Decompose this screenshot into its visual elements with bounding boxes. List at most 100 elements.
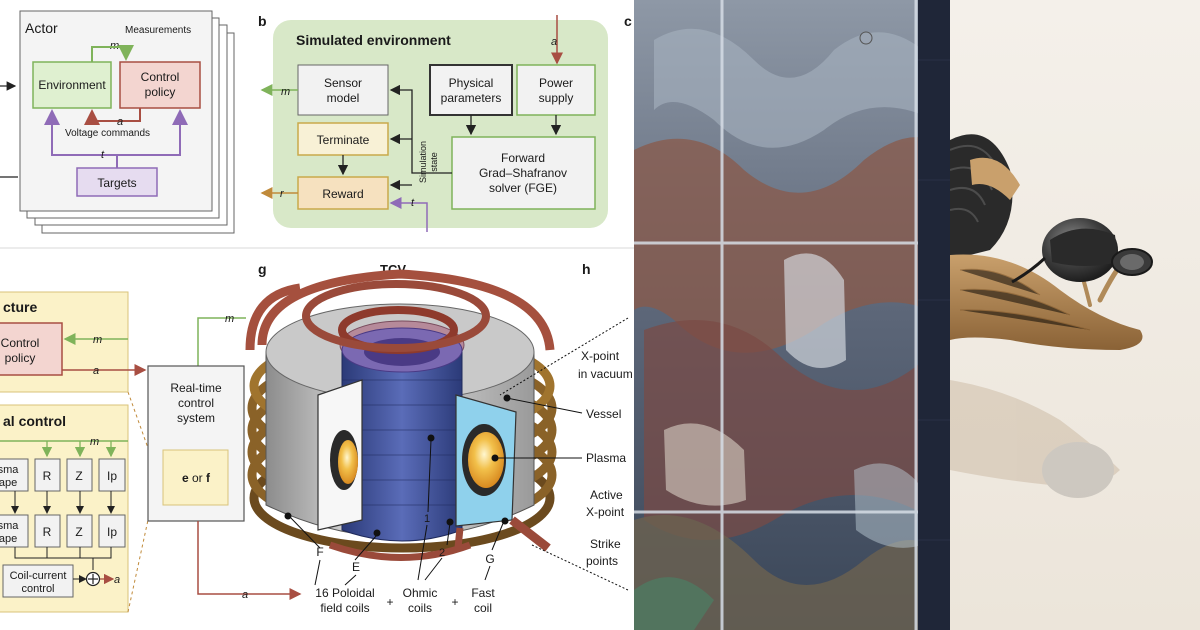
rt-title-2: control	[178, 396, 214, 410]
coil-current-control-2: control	[21, 583, 54, 595]
real-time-control-panel: m Real-time control system e or f a	[128, 313, 302, 601]
panel-b-label: b	[258, 13, 267, 29]
sim-t-label: t	[411, 197, 415, 209]
control-a-label: a	[114, 574, 120, 586]
power-supply-label-1: Power	[539, 76, 573, 90]
fge-label-2: Grad–Shafranov	[479, 166, 567, 180]
terminate-label: Terminate	[317, 133, 370, 147]
sensor-model-label-1: Sensor	[324, 76, 362, 90]
sensor-model-box	[297, 64, 389, 116]
simulated-environment-panel: b Simulated environment a Sensor model P…	[258, 13, 632, 232]
sim-env-title: Simulated environment	[296, 32, 451, 48]
xpoint-vacuum-1: X-point	[581, 349, 620, 363]
z-label-1: Z	[75, 469, 82, 483]
reward-label: Reward	[322, 187, 363, 201]
sensor-model-label-2: model	[327, 91, 360, 105]
fast-coil-1: Fast	[471, 586, 495, 600]
vessel-label: Vessel	[586, 407, 621, 421]
targets-box	[76, 167, 158, 197]
fast-coil-2: coil	[474, 601, 492, 615]
sim-r-label: r	[280, 188, 285, 200]
fge-box	[451, 136, 596, 210]
panel-h: h X-point in vacuum Vessel Plasma Active…	[491, 261, 633, 591]
plasma-shape-1b: ape	[0, 477, 17, 489]
sim-m-label: m	[281, 86, 290, 98]
strike-points-1: Strike	[590, 537, 621, 551]
plasma-shape-box-2	[0, 514, 29, 548]
plasma-shape-2b: ape	[0, 533, 17, 545]
e-or-f-box	[162, 449, 229, 506]
actor-a-label: a	[117, 116, 123, 128]
e-or-f-label: e or f	[182, 471, 211, 485]
reward-box	[297, 176, 389, 210]
coil-f-label: F	[316, 545, 323, 559]
coil-g-label: G	[485, 552, 494, 566]
physical-parameters-label-2: parameters	[441, 91, 502, 105]
rt-a-label: a	[242, 589, 248, 601]
plus-sign-2: +	[451, 595, 458, 609]
arch-control-policy-2: policy	[5, 351, 36, 365]
strike-points-2: points	[586, 554, 618, 568]
simulation-state-label-1: Simulation	[418, 141, 428, 183]
xpoint-vacuum-2: in vacuum	[578, 367, 633, 381]
measurements-label: Measurements	[125, 25, 191, 36]
targets-label: Targets	[97, 176, 136, 190]
architecture-header: cture	[3, 299, 37, 315]
active-xpoint-2: X-point	[586, 505, 625, 519]
actor-t-label: t	[101, 149, 105, 161]
power-supply-box	[516, 64, 596, 116]
simulation-state-label-2: state	[429, 152, 439, 172]
ip-label-1: Ip	[107, 469, 117, 483]
ip-box-1	[98, 458, 126, 492]
fge-label-3: solver (FGE)	[489, 181, 557, 195]
coil-e-label: E	[352, 560, 360, 574]
z-box-1	[66, 458, 93, 492]
ohmic-coils-1: Ohmic	[403, 586, 438, 600]
snail-with-helmet-photo	[950, 0, 1200, 630]
panel-h-label: h	[582, 261, 591, 277]
z-label-2: Z	[75, 525, 82, 539]
tcv-panel: g TCV	[245, 261, 557, 615]
tokamak-control-diagram: Actor Measurements m Environment Control…	[0, 10, 634, 615]
plus-sign-1: +	[386, 595, 393, 609]
physical-parameters-label-1: Physical	[449, 76, 494, 90]
panel-c-label: c	[624, 13, 632, 29]
rt-title-1: Real-time	[170, 381, 222, 395]
r-label-2: R	[43, 525, 52, 539]
control-policy-box	[119, 61, 201, 109]
arch-control-policy-1: Control	[1, 336, 40, 350]
ohmic-coils-2: coils	[408, 601, 432, 615]
arch-a-label: a	[93, 365, 99, 377]
voltage-commands-label: Voltage commands	[65, 128, 150, 139]
actor-panel: Actor Measurements m Environment Control…	[0, 10, 235, 234]
control-policy-label-2: policy	[145, 85, 176, 99]
architecture-panel: cture Control policy m a al control m sm…	[0, 291, 129, 613]
actor-title: Actor	[25, 20, 58, 36]
plasma-shape-1a: sma	[0, 464, 19, 476]
coil-current-control-1: Coil-current	[10, 570, 67, 582]
arch-control-policy-box	[0, 322, 63, 376]
plasma-label: Plasma	[586, 451, 626, 465]
ip-box-2	[98, 514, 126, 548]
rt-m-label: m	[225, 313, 234, 325]
plasma-shape-box-1	[0, 458, 29, 492]
power-supply-label-2: supply	[539, 91, 574, 105]
ip-label-2: Ip	[107, 525, 117, 539]
coil-current-control-box	[2, 564, 74, 598]
poloidal-coils-2: field coils	[320, 601, 369, 615]
rt-title-3: system	[177, 411, 215, 425]
environment-box	[32, 61, 112, 109]
coil-1-label: 1	[424, 513, 430, 525]
arch-m-label: m	[93, 334, 102, 346]
glass-facade-reflection-photo	[634, 0, 950, 630]
environment-label: Environment	[38, 78, 106, 92]
active-xpoint-1: Active	[590, 488, 623, 502]
control-policy-label-1: Control	[141, 70, 180, 84]
control-m-label: m	[90, 436, 99, 448]
r-label-1: R	[43, 469, 52, 483]
fge-label-1: Forward	[501, 151, 545, 165]
plasma-shape-2a: sma	[0, 520, 19, 532]
control-header: al control	[3, 413, 66, 429]
coil-2-label: 2	[439, 547, 445, 559]
sim-a-label: a	[551, 36, 557, 48]
